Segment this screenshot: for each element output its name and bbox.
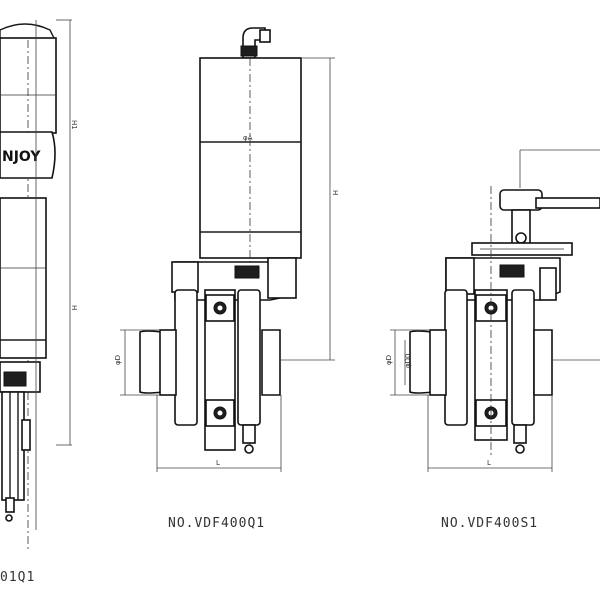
- dim-label-height: H: [70, 305, 78, 310]
- right-valve-drawing: φD φD0 L NO.VDF400S1: [385, 149, 600, 531]
- left-model-label: 01Q1: [0, 570, 35, 585]
- right-model-label: NO.VDF400S1: [441, 516, 538, 531]
- brand-plate: [0, 131, 56, 179]
- dim-label-h1: H1: [70, 120, 78, 130]
- middle-model-label: NO.VDF400Q1: [168, 516, 265, 531]
- dim-label-D: φD: [114, 355, 122, 365]
- middle-valve-drawing: φA φD L H NO.VDF400: [114, 27, 339, 531]
- dim-label-right-D: φD: [385, 355, 393, 365]
- actuator-cylinder: [199, 57, 302, 259]
- left-valve-drawing: NJOY H1 H 01Q1: [0, 19, 78, 585]
- brand-text: NJOY: [2, 149, 41, 165]
- dim-label-right-L: L: [487, 459, 491, 467]
- dim-label-H: H: [331, 190, 339, 195]
- dim-label-A: φA: [243, 134, 253, 142]
- dim-label-L: L: [216, 459, 220, 467]
- dim-label-right-D0: φD0: [404, 354, 412, 368]
